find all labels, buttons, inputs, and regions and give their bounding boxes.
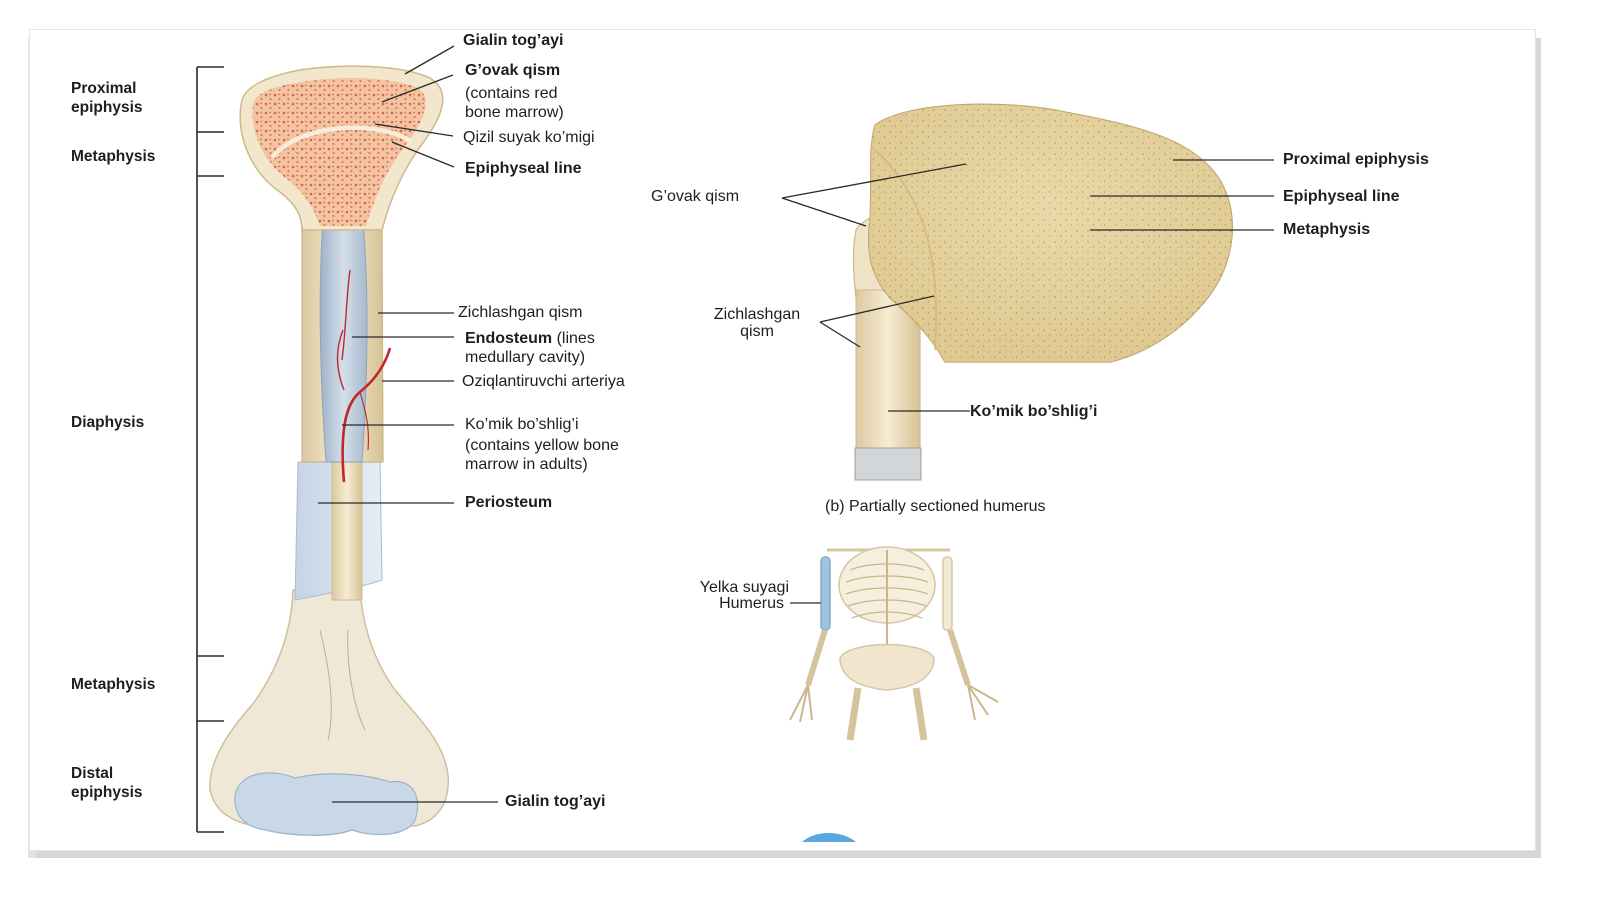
label-govak-qism: G’ovak qism [465, 62, 561, 79]
label-b-govak-qism: G’ovak qism [651, 188, 740, 205]
label-b-proximal-epiphysis: Proximal epiphysis [1283, 151, 1429, 168]
label-b-epiphyseal-line: Epiphyseal line [1283, 188, 1400, 205]
leader-lines-b [781, 159, 1274, 412]
label-gialin-togayi-top: Gialin tog’ayi [463, 32, 564, 49]
slide-decoration [802, 833, 856, 842]
label-endosteum: Endosteum (lines [465, 329, 595, 348]
label-humerus: Humerus [719, 595, 784, 612]
label-b-komik-boshligi: Ko’mik bo’shlig’i [970, 403, 1098, 420]
region-diaphysis: Diaphysis [71, 414, 145, 431]
label-komik-note-2: marrow in adults) [465, 456, 588, 473]
label-b-zichlashgan-1: Zichlashgan [713, 306, 801, 323]
humerus-diagram [196, 45, 1274, 842]
label-yelka-suyagi: Yelka suyagi [699, 579, 789, 596]
label-epiphyseal-line: Epiphyseal line [465, 160, 582, 177]
leader-lines-a [318, 45, 498, 803]
region-metaphysis-bottom: Metaphysis [71, 676, 156, 693]
region-proximal-epiphysis: Proximal epiphysis [71, 80, 143, 116]
label-govak-note-2: bone marrow) [465, 104, 564, 121]
label-endosteum-note-2: medullary cavity) [465, 349, 586, 366]
sectioned-humerus [852, 103, 1233, 481]
region-distal-epiphysis: Distal epiphysis [71, 765, 143, 801]
label-periosteum: Periosteum [465, 494, 553, 511]
skeleton-thumbnail [789, 546, 999, 741]
label-qizil-suyak-komigi: Qizil suyak ko’migi [463, 129, 595, 146]
endosteum-term: Endosteum [465, 330, 553, 347]
label-komik-boshligi: Ko’mik bo’shlig’i [465, 416, 579, 433]
label-zichlashgan-qism: Zichlashgan qism [458, 304, 583, 321]
label-govak-note-1: (contains red [465, 85, 558, 102]
region-metaphysis-top: Metaphysis [71, 148, 156, 165]
slide: Proximal epiphysis Metaphysis Diaphysis … [30, 30, 1535, 850]
caption-b: (b) Partially sectioned humerus [825, 498, 1046, 515]
region-bracket [196, 66, 224, 833]
label-b-metaphysis: Metaphysis [1283, 221, 1371, 238]
endosteum-note-1: (lines [556, 330, 595, 347]
label-b-zichlashgan-2: qism [740, 323, 774, 340]
label-oziqlantiruvchi-arteriya: Oziqlantiruvchi arteriya [462, 373, 625, 390]
label-gialin-togayi-bottom: Gialin tog’ayi [505, 793, 606, 810]
label-komik-note-1: (contains yellow bone [465, 437, 619, 454]
long-bone [209, 65, 449, 836]
